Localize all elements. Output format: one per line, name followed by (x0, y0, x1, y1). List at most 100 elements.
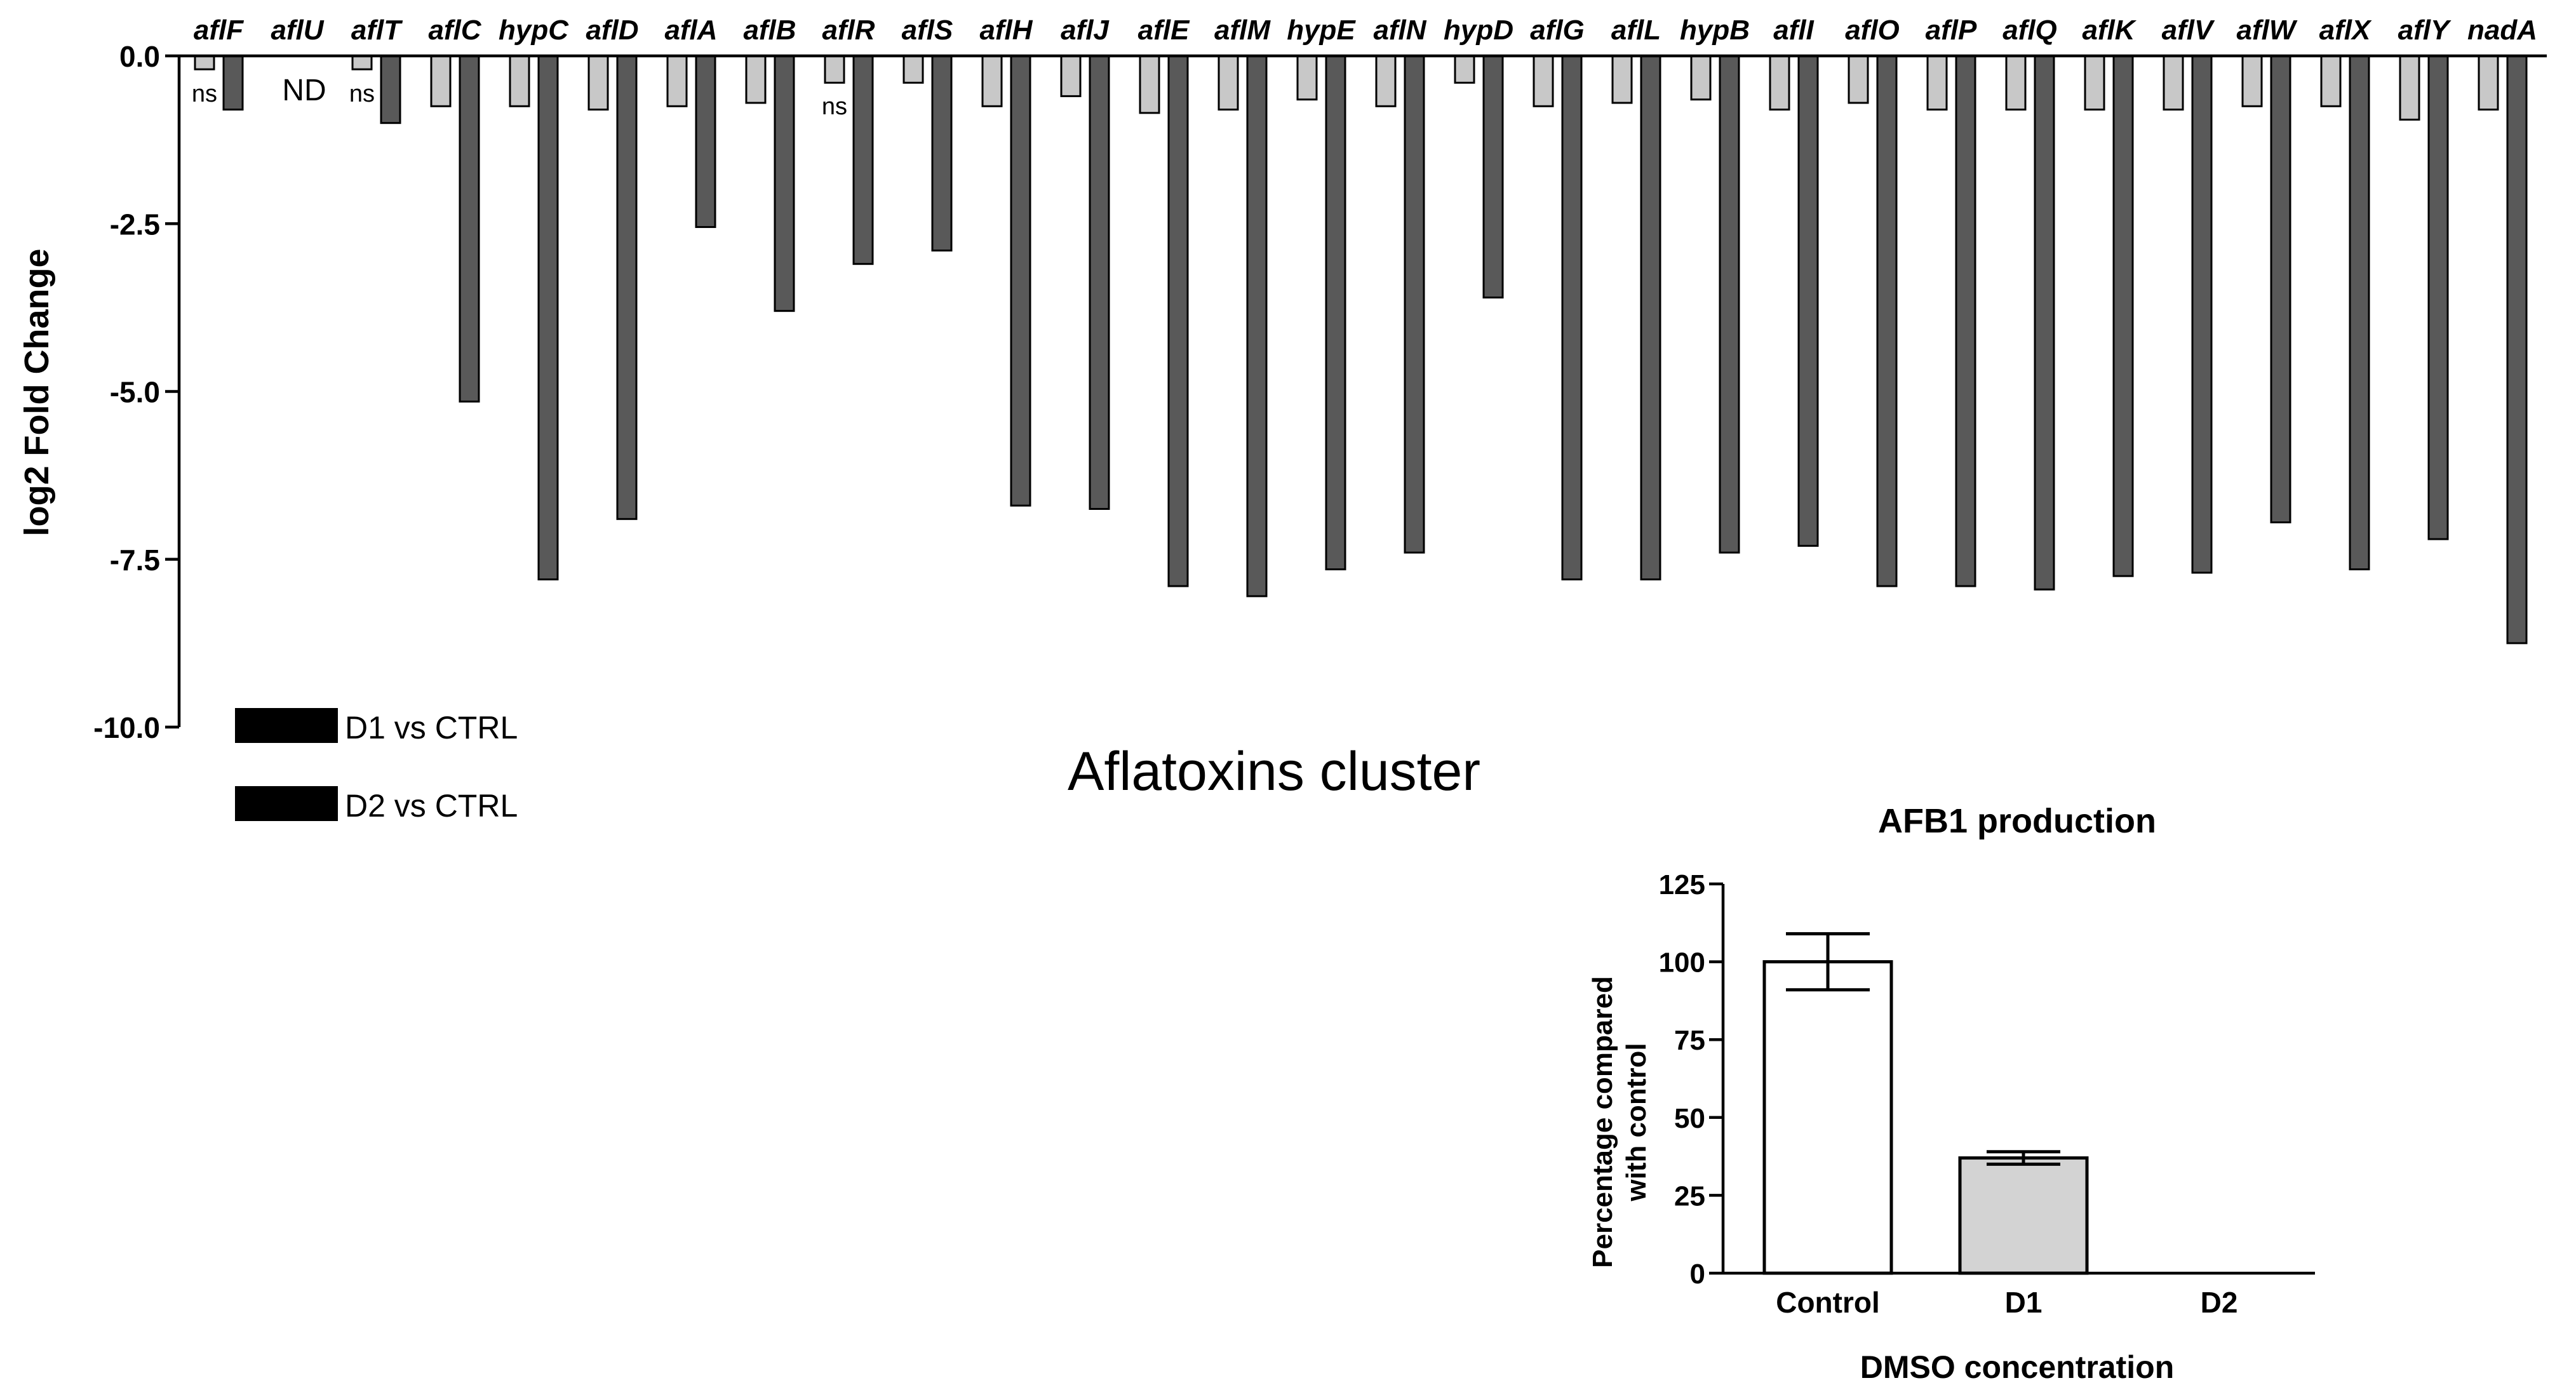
bar-d2-aflV (2191, 55, 2213, 574)
bar-d2-aflC (459, 55, 480, 403)
bar-d1-nadA (2478, 55, 2499, 111)
chart2-y-tick-label: 25 (1674, 1180, 1705, 1212)
chart2-axes (1721, 884, 2315, 1275)
afb1-x-label-d2: D2 (2201, 1286, 2238, 1319)
bar-d1-aflM (1218, 55, 1239, 111)
bar-d1-aflS (902, 55, 924, 84)
bar-d2-aflH (1010, 55, 1031, 507)
bar-d1-aflF (194, 55, 215, 70)
chart1-y-tick-label: -5.0 (110, 376, 160, 409)
chart2-y-tick-label: 50 (1674, 1103, 1705, 1134)
bar-d1-hypD (1454, 55, 1475, 84)
gene-label-aflP: aflP (1926, 15, 1977, 46)
bar-d1-hypB (1690, 55, 1712, 101)
bar-d2-aflF (222, 55, 244, 111)
gene-label-aflC: aflC (428, 15, 481, 46)
bar-d1-aflQ (2005, 55, 2027, 111)
annotation-nd-aflU: ND (282, 74, 326, 107)
bar-d1-aflP (1926, 55, 1948, 111)
bar-d2-hypE (1325, 55, 1346, 571)
bar-d2-nadA (2506, 55, 2528, 645)
gene-label-aflK: aflK (2082, 15, 2137, 46)
gene-label-aflF: aflF (194, 15, 244, 46)
bar-d1-aflT (351, 55, 373, 70)
gene-label-aflT: aflT (351, 15, 403, 46)
bar-d2-aflM (1246, 55, 1268, 598)
legend-swatch-d1 (235, 708, 338, 743)
bar-d2-aflE (1167, 55, 1189, 587)
chart1-title: Aflatoxins cluster (1068, 741, 1480, 802)
bar-d2-hypC (537, 55, 559, 580)
legend-swatch-d2 (235, 786, 338, 821)
gene-label-aflV: aflV (2162, 15, 2215, 46)
gene-label-aflU: aflU (271, 15, 324, 46)
chart2-y-tick-label: 0 (1690, 1259, 1705, 1290)
bar-d2-aflS (931, 55, 953, 252)
bar-d2-aflG (1561, 55, 1583, 580)
gene-label-hypD: hypD (1444, 15, 1513, 46)
chart1-y-axis-label: log2 Fold Change (18, 249, 56, 537)
chart2-y-axis-label-line1: Percentage compared (1587, 976, 1618, 1268)
gene-label-aflW: aflW (2237, 15, 2298, 46)
bar-d1-aflX (2320, 55, 2342, 107)
bar-d1-aflY (2399, 55, 2420, 121)
bar-d1-aflL (1611, 55, 1633, 104)
chart2-x-axis-label: DMSO concentration (1860, 1349, 2174, 1385)
bar-d2-hypD (1482, 55, 1504, 299)
gene-label-aflE: aflE (1138, 15, 1190, 46)
bar-d2-aflN (1404, 55, 1425, 554)
afb1-x-label-d1: D1 (2005, 1286, 2043, 1319)
bar-d1-aflA (666, 55, 688, 107)
bar-d2-aflT (380, 55, 401, 124)
chart2-title: AFB1 production (1878, 802, 2156, 840)
chart1-y-tick-label: -7.5 (110, 544, 160, 577)
gene-label-aflX: aflX (2319, 15, 2372, 46)
chart2-y-tick-label: 75 (1674, 1025, 1705, 1056)
bar-d2-aflI (1797, 55, 1819, 547)
afb1-bar-d1 (1958, 1156, 2089, 1275)
chart2-y-axis-label-line2: with control (1621, 1043, 1652, 1201)
bar-d1-aflD (587, 55, 609, 111)
gene-label-aflG: aflG (1530, 15, 1585, 46)
chart2-bars (1762, 932, 2089, 1275)
legend-label-d1: D1 vs CTRL (345, 710, 518, 745)
bar-d1-aflW (2241, 55, 2263, 107)
chart1-annotations: ns ND ns ns (192, 74, 847, 120)
gene-label-aflH: aflH (979, 15, 1033, 46)
bar-d2-aflP (1955, 55, 1976, 587)
bar-d1-hypC (509, 55, 530, 107)
bar-d1-aflE (1139, 55, 1160, 114)
gene-label-aflN: aflN (1373, 15, 1426, 46)
chart2-y-tick-label: 100 (1659, 947, 1705, 979)
gene-label-hypB: hypB (1680, 15, 1750, 46)
annotation-ns-aflF: ns (192, 81, 217, 107)
chart1-y-tick-label: 0.0 (119, 40, 160, 73)
bar-d2-aflW (2270, 55, 2291, 524)
afb1-bar-control (1762, 960, 1893, 1275)
bar-d1-aflR (824, 55, 845, 84)
bar-d2-aflO (1876, 55, 1898, 587)
chart1-legend: D1 vs CTRL D2 vs CTRL (235, 708, 518, 824)
chart1-bars (194, 55, 2528, 645)
bar-d1-aflN (1375, 55, 1397, 107)
bar-d1-aflI (1769, 55, 1790, 111)
bar-d1-aflG (1533, 55, 1554, 107)
gene-label-aflO: aflO (1845, 15, 1900, 46)
bar-d2-aflB (774, 55, 795, 312)
bar-d2-aflX (2349, 55, 2370, 571)
gene-label-aflM: aflM (1214, 15, 1271, 46)
gene-label-aflL: aflL (1611, 15, 1661, 46)
bar-d1-aflH (981, 55, 1003, 107)
legend-label-d2: D2 vs CTRL (345, 788, 518, 824)
bar-d2-aflR (852, 55, 874, 265)
gene-label-aflD: aflD (586, 15, 638, 46)
annotation-ns-aflT: ns (349, 81, 375, 107)
bar-d2-aflJ (1089, 55, 1110, 510)
bar-d2-aflQ (2034, 55, 2055, 591)
bar-d2-aflA (695, 55, 716, 229)
bar-d1-aflK (2084, 55, 2105, 111)
annotation-ns-aflR: ns (822, 93, 847, 120)
